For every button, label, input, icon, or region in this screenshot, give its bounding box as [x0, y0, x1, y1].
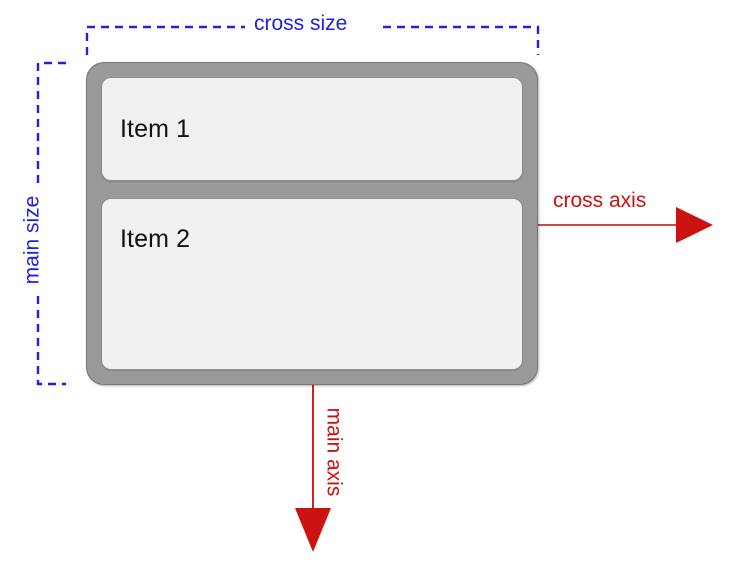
flex-item-1: Item 1: [101, 77, 523, 181]
cross-size-bracket-right: [383, 25, 540, 55]
flex-item-2-label: Item 2: [120, 225, 191, 253]
main-size-bracket-top: [36, 61, 66, 187]
cross-axis-arrowhead: [676, 207, 713, 243]
flex-item-1-label: Item 1: [120, 114, 191, 143]
main-size-bracket-bottom: [36, 296, 66, 386]
cross-axis-label: cross axis: [553, 189, 647, 212]
cross-size-bracket-left: [85, 25, 245, 55]
main-axis-label: main axis: [322, 407, 346, 497]
flex-container: Item 1 Item 2: [86, 62, 538, 385]
main-axis-arrowhead: [295, 508, 331, 552]
flex-item-2: Item 2: [101, 198, 523, 370]
main-size-label: main size: [20, 195, 44, 285]
cross-size-label: cross size: [254, 12, 348, 35]
